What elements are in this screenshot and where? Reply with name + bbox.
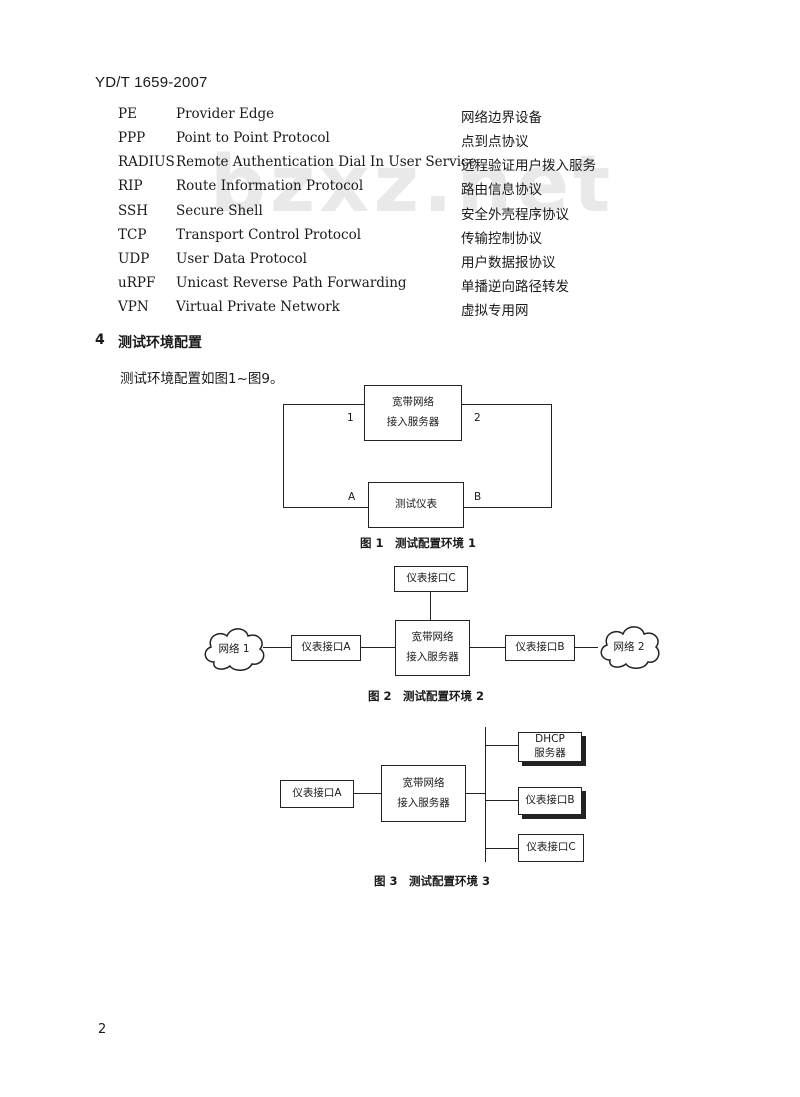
- abbr-term: UDP: [118, 251, 150, 267]
- abbr-chinese: 单播逆向路径转发: [461, 279, 569, 295]
- section-number: 4: [95, 332, 105, 348]
- broadband-access-server-box: 宽带网络 接入服务器: [395, 620, 470, 676]
- abbr-full-name: Virtual Private Network: [176, 299, 340, 315]
- connector-line: [469, 647, 505, 648]
- figure-1-caption: 图 1 测试配置环境 1: [360, 536, 477, 550]
- abbr-chinese: 用户数据报协议: [461, 255, 556, 271]
- instrument-port-b-box: 仪表接口B: [518, 787, 582, 815]
- test-instrument-box: 测试仪表: [368, 482, 464, 528]
- abbr-term: RIP: [118, 178, 143, 194]
- instrument-port-c-box: 仪表接口C: [518, 834, 584, 862]
- abbr-term: RADIUS: [118, 154, 175, 170]
- abbr-chinese: 虚拟专用网: [461, 303, 529, 319]
- port-b-label: 仪表接口B: [515, 641, 565, 654]
- abbr-full-name: Provider Edge: [176, 106, 275, 122]
- abbr-full-name: User Data Protocol: [176, 251, 307, 267]
- dhcp-server-box: DHCP 服务器: [518, 732, 582, 762]
- connector-line: [430, 592, 431, 620]
- server-label-line1: 宽带网络: [392, 396, 434, 409]
- instrument-port-a-box: 仪表接口A: [280, 780, 354, 808]
- abbr-full-name: Point to Point Protocol: [176, 130, 330, 146]
- abbr-full-name: Secure Shell: [176, 203, 263, 219]
- port-label-b: B: [474, 491, 482, 503]
- network-2-label: 网络 2: [613, 641, 645, 653]
- section-title: 测试环境配置: [118, 335, 202, 351]
- abbr-full-name: Remote Authentication Dial In User Servi…: [176, 154, 477, 170]
- instrument-port-b-box: 仪表接口B: [505, 635, 575, 661]
- connector-line: [353, 793, 381, 794]
- port-c-label: 仪表接口C: [406, 572, 456, 585]
- connector-line: [283, 404, 365, 405]
- abbr-full-name: Transport Control Protocol: [176, 227, 362, 243]
- abbr-full-name: Route Information Protocol: [176, 178, 364, 194]
- connector-line: [485, 800, 518, 801]
- connector-line: [551, 404, 552, 507]
- port-label-2: 2: [474, 412, 481, 424]
- server-label-line2: 接入服务器: [386, 416, 440, 428]
- server-label-line2: 接入服务器: [406, 651, 459, 663]
- instrument-port-c-box: 仪表接口C: [394, 566, 468, 592]
- section-intro: 测试环境配置如图1~图9。: [120, 371, 284, 387]
- connector-line: [485, 745, 518, 746]
- connector-line: [485, 848, 518, 849]
- connector-line: [465, 793, 485, 794]
- server-label-line1: 宽带网络: [402, 776, 445, 789]
- port-label-a: A: [348, 491, 356, 503]
- abbr-term: PE: [118, 106, 137, 122]
- abbr-term: uRPF: [118, 275, 156, 291]
- page-number: 2: [98, 1022, 107, 1037]
- tester-label: 测试仪表: [395, 498, 437, 511]
- broadband-access-server-box: 宽带网络 接入服务器: [381, 765, 466, 822]
- abbr-chinese: 安全外壳程序协议: [461, 207, 569, 223]
- broadband-access-server-box: 宽带网络 接入服务器: [364, 385, 462, 441]
- port-label-1: 1: [347, 412, 354, 424]
- connector-line: [263, 647, 291, 648]
- port-a-label: 仪表接口A: [292, 787, 342, 800]
- network-2-cloud-icon: [600, 626, 660, 669]
- abbr-chinese: 路由信息协议: [461, 182, 542, 198]
- abbr-chinese: 点到点协议: [461, 134, 529, 150]
- dhcp-label-line1: DHCP: [535, 733, 565, 746]
- watermark: bzxz.net: [210, 140, 615, 230]
- network-1-label: 网络 1: [218, 643, 250, 655]
- bus-line: [485, 727, 486, 862]
- abbr-term: PPP: [118, 130, 146, 146]
- document-id-header: YD/T 1659-2007: [95, 74, 208, 91]
- dhcp-label-line2: 服务器: [534, 747, 566, 759]
- figure-2-caption: 图 2 测试配置环境 2: [368, 689, 485, 703]
- abbr-term: TCP: [118, 227, 147, 243]
- port-c-label: 仪表接口C: [526, 841, 576, 854]
- connector-line: [283, 404, 284, 507]
- port-a-label: 仪表接口A: [301, 641, 351, 654]
- abbr-full-name: Unicast Reverse Path Forwarding: [176, 275, 407, 291]
- abbr-chinese: 远程验证用户拨入服务: [461, 158, 596, 174]
- instrument-port-a-box: 仪表接口A: [291, 635, 361, 661]
- abbr-term: VPN: [118, 299, 149, 315]
- connector-line: [360, 647, 395, 648]
- connector-line: [462, 507, 552, 508]
- server-label-line1: 宽带网络: [411, 631, 454, 644]
- connector-line: [574, 647, 598, 648]
- connector-line: [460, 404, 552, 405]
- abbr-chinese: 传输控制协议: [461, 231, 542, 247]
- connector-line: [283, 507, 368, 508]
- abbr-term: SSH: [118, 203, 149, 219]
- abbr-chinese: 网络边界设备: [461, 110, 542, 126]
- network-1-cloud-icon: [204, 628, 265, 671]
- port-b-label: 仪表接口B: [525, 794, 575, 807]
- server-label-line2: 接入服务器: [397, 796, 450, 809]
- figure-3-caption: 图 3 测试配置环境 3: [374, 874, 491, 888]
